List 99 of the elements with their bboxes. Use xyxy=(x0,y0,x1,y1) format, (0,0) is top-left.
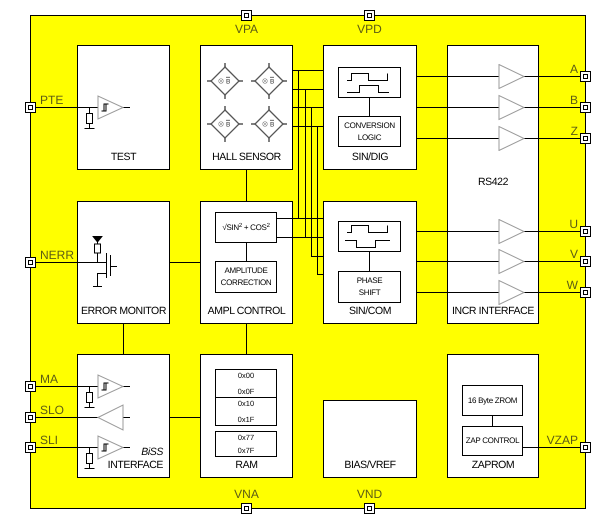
signal-bus-lines xyxy=(416,76,448,139)
function-block xyxy=(323,45,417,170)
pin-pad xyxy=(25,381,36,392)
block-label: RAM xyxy=(234,460,259,472)
block-label: AMPLITUDE CORRECTION xyxy=(220,265,272,289)
sub-block xyxy=(338,116,401,147)
connector-line xyxy=(170,417,200,418)
function-block xyxy=(77,201,170,324)
pin-pad xyxy=(580,133,591,144)
connector-line xyxy=(36,386,78,387)
function-block xyxy=(200,201,293,324)
sub-block xyxy=(215,261,277,293)
connector-line xyxy=(369,98,370,116)
pin-pad xyxy=(364,503,375,514)
block-label: √SIN$^{2}$ + COS$^{2}$ xyxy=(222,222,270,234)
chip-die-area xyxy=(30,15,586,509)
pin-label: VPD xyxy=(357,23,382,35)
block-label: 16 Byte ZROM xyxy=(468,394,518,406)
function-block xyxy=(323,400,417,478)
sub-block xyxy=(462,385,523,416)
connector-line xyxy=(246,242,247,262)
pin-pad xyxy=(25,102,36,113)
signal-bus-lines xyxy=(276,218,324,238)
function-block xyxy=(323,201,417,324)
function-block xyxy=(200,354,293,478)
signal-bus-lines xyxy=(292,70,324,275)
block-label: HALL SENSOR xyxy=(211,152,282,164)
pin-label: VND xyxy=(356,488,382,500)
sub-block xyxy=(462,426,523,456)
connector-line xyxy=(246,170,247,202)
waveform-panel xyxy=(338,221,401,252)
function-block xyxy=(77,45,170,170)
connector-line xyxy=(123,324,124,354)
pin-label: V xyxy=(570,248,578,260)
connector-line xyxy=(538,107,580,108)
pin-label: U xyxy=(569,218,578,230)
protocol-label: BiSS xyxy=(141,447,163,459)
connector-line xyxy=(36,447,78,448)
connector-line xyxy=(538,138,580,139)
pin-pad xyxy=(25,412,36,423)
block-label: CONVERSION LOGIC xyxy=(343,120,396,144)
connector-line xyxy=(170,262,200,263)
pin-label: B xyxy=(570,94,578,106)
pin-pad xyxy=(25,442,36,453)
connector-line xyxy=(522,447,580,448)
memory-range-box xyxy=(215,369,277,398)
pin-label: SLO xyxy=(40,404,64,416)
memory-range-box xyxy=(215,431,277,457)
connector-line xyxy=(36,107,78,108)
connector-line xyxy=(369,252,370,272)
block-label: INTERFACE xyxy=(108,460,163,472)
sub-block xyxy=(215,212,277,243)
pin-label: VZAP xyxy=(546,434,578,446)
function-block xyxy=(77,354,170,478)
connector-line xyxy=(36,262,78,263)
block-label: ZAPROM xyxy=(470,460,516,472)
connector-line xyxy=(538,261,580,262)
pin-pad xyxy=(580,102,591,113)
pin-pad xyxy=(580,442,591,453)
block-label: ZAP CONTROL xyxy=(466,435,520,447)
function-block xyxy=(447,45,539,324)
block-label: BIAS/VREF xyxy=(343,460,397,472)
pin-pad xyxy=(580,71,591,82)
pin-pad xyxy=(364,10,375,21)
pin-label: SLI xyxy=(40,434,58,446)
connector-line xyxy=(538,231,580,232)
pin-label: MA xyxy=(40,373,58,385)
block-label: AMPL CONTROL xyxy=(206,306,286,318)
connector-line xyxy=(492,416,493,426)
signal-bus-lines xyxy=(416,231,448,293)
pin-label: Z xyxy=(570,125,578,137)
pin-label: NERR xyxy=(40,249,74,261)
pin-label: W xyxy=(566,279,578,291)
block-label: SIN/COM xyxy=(348,306,392,318)
pin-pad xyxy=(25,257,36,268)
sub-block xyxy=(338,271,401,303)
function-block xyxy=(447,354,539,478)
connector-line xyxy=(538,76,580,77)
waveform-panel xyxy=(338,67,401,98)
pin-pad xyxy=(580,256,591,267)
pin-label: A xyxy=(570,63,578,75)
block-label: TEST xyxy=(110,152,138,164)
pin-pad xyxy=(580,287,591,298)
pin-pad xyxy=(241,503,252,514)
interface-standard-label: RS422 xyxy=(476,177,510,189)
block-label: INCR INTERFACE xyxy=(451,306,535,318)
block-label: SIN/DIG xyxy=(350,152,390,164)
pin-pad xyxy=(241,10,252,21)
connector-line xyxy=(36,417,78,418)
pin-label: VPA xyxy=(234,23,258,35)
connector-line xyxy=(246,324,247,354)
connector-line xyxy=(538,292,580,293)
pin-label: VNA xyxy=(234,488,259,500)
block-label: PHASE SHIFT xyxy=(356,275,384,299)
function-block xyxy=(200,45,293,170)
pin-pad xyxy=(580,226,591,237)
pin-label: PTE xyxy=(40,94,64,106)
block-label: ERROR MONITOR xyxy=(80,306,168,318)
memory-range-box xyxy=(215,397,277,426)
